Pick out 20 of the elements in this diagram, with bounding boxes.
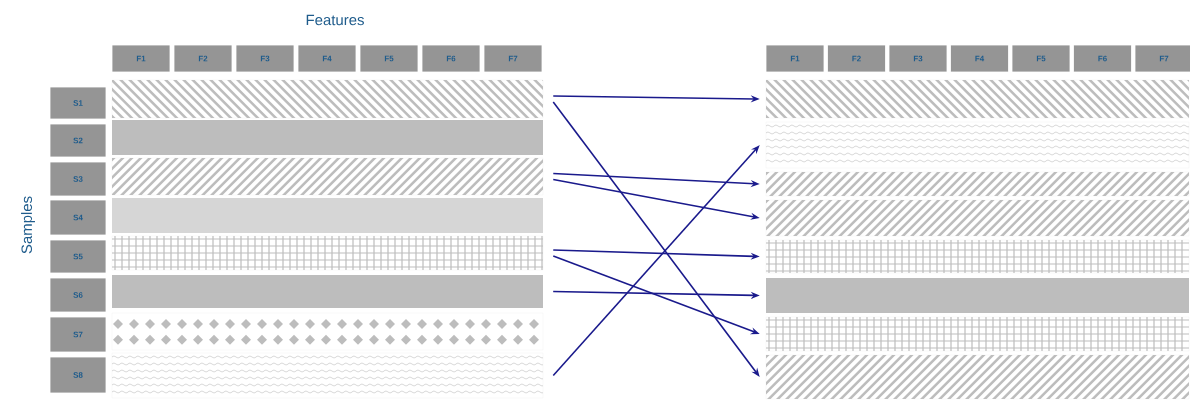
pattern-band (765, 354, 1190, 400)
axis-title: Samples (21, 196, 35, 254)
arrow (552, 145, 760, 377)
pattern-band (765, 199, 1190, 237)
pattern-band (765, 316, 1190, 352)
pattern-band (111, 235, 544, 271)
pattern-band (111, 352, 544, 399)
arrow (552, 101, 760, 377)
pattern-band (765, 121, 1190, 169)
pattern-band (765, 79, 1190, 119)
pattern-band (112, 275, 543, 308)
pattern-band (112, 120, 543, 155)
pattern-band (111, 79, 544, 119)
pattern-band (111, 312, 544, 351)
axis-title: Features (306, 14, 364, 26)
pattern-band (111, 157, 544, 196)
pattern-band (766, 278, 1189, 313)
pattern-band (765, 171, 1190, 197)
pattern-band (765, 239, 1190, 274)
pattern-band (112, 198, 543, 233)
